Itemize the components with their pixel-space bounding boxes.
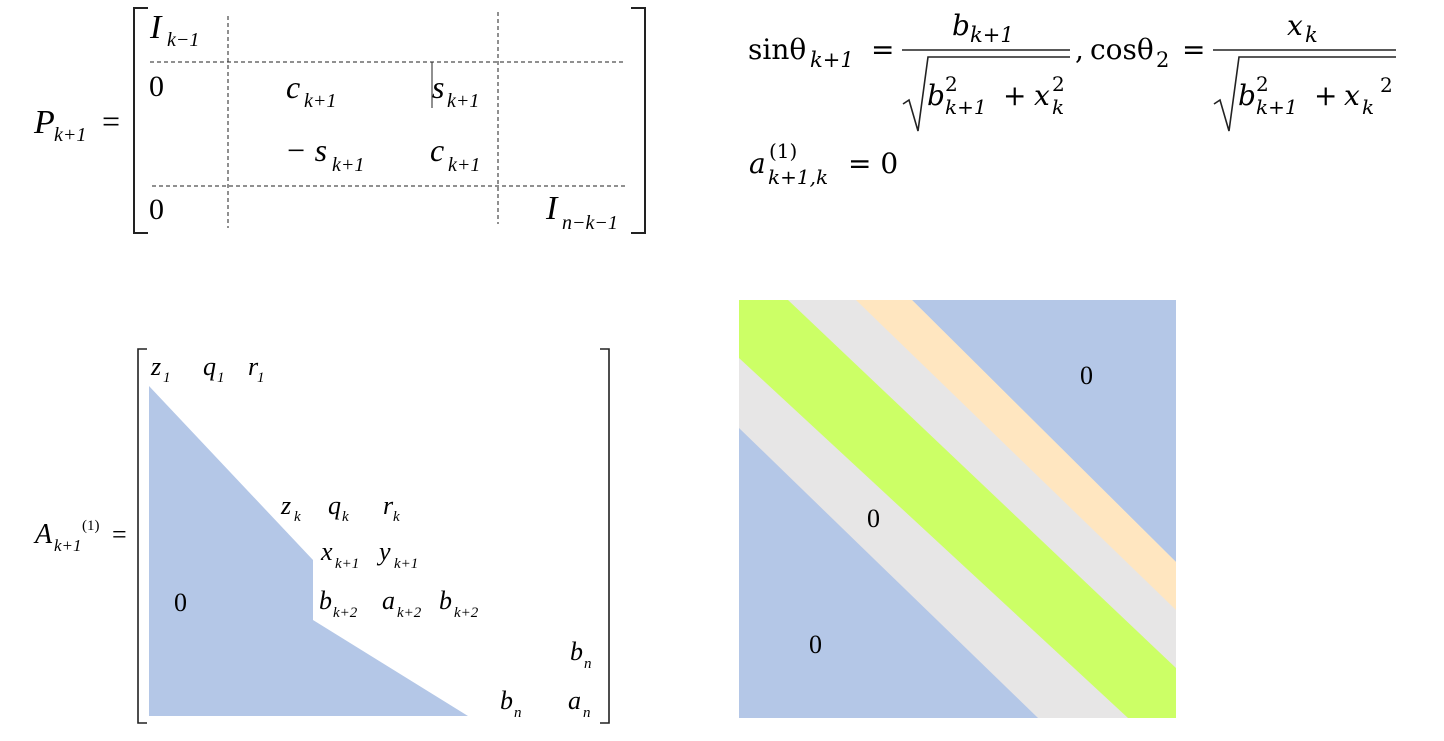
p-neg-s: − s [285,132,327,168]
a-equals: = [112,520,127,549]
sin-sqrt-sign [902,56,1070,132]
cell-bn-lower: b [500,686,513,715]
cell-q1-sub: 1 [217,370,225,386]
cell-xk1-sub: k+1 [335,556,359,572]
orange-band [856,300,1176,610]
p-c1-sub: k+1 [304,90,336,112]
rotation-formula: sinθ k+1 = b k+1 b 2 k+1 + x 2 k , cosθ … [748,9,1396,189]
a-left-bracket [137,348,147,724]
p-lhs-subscript: k+1 [54,124,86,146]
eq-2: = [1182,33,1205,66]
den-b: b [927,79,945,112]
den2-b-sub: k+1 [1256,95,1298,119]
den-x-sup: 2 [1052,72,1065,96]
a-sup: (1) [769,139,797,163]
cell-bn-upper-sub: n [584,656,592,672]
p-c1: c [286,69,300,105]
p-s1: s [432,69,444,105]
cell-rk-sub: k [393,509,400,525]
den-x-sub: k [1052,95,1064,119]
den-b-sub: k+1 [945,95,987,119]
p-left-bracket [133,7,148,234]
den-b-sup: 2 [945,72,958,96]
p-right-bracket [631,7,646,234]
den2-x: x [1344,79,1360,112]
cell-bk2b: b [439,586,452,615]
a-equals-zero: = 0 [848,147,898,180]
p-s1-sub: k+1 [447,90,479,112]
den-plus: + [1003,79,1026,112]
sin-sub: k+1 [810,48,854,72]
p-identity-top-sub: k−1 [167,29,199,51]
p-identity-bottom-sub: n−k−1 [562,212,618,234]
a-right-bracket [600,348,610,724]
green-band [739,300,1176,718]
cos-sub: 2 [1156,48,1169,72]
cell-xk1: x [320,537,333,566]
cell-bk2: b [319,586,332,615]
p-c2: c [430,132,444,168]
cell-r1-sub: 1 [257,370,265,386]
cell-rk: r [383,491,394,520]
p-equals: = [102,103,120,139]
cell-yk1-sub: k+1 [394,556,418,572]
p-matrix: P k+1 = I k−1 0 c k+1 s k+1 − s k+1 c k+… [33,7,646,234]
cell-qk: q [328,491,341,520]
cell-bn-lower-sub: n [514,705,522,721]
p-zero-bottom: 0 [149,193,164,226]
cos-sqrt-sign [1213,56,1396,132]
a-lhs-subscript: k+1 [54,536,82,555]
band-zero-middle: 0 [867,504,880,533]
sin-label: sinθ [748,33,806,66]
a-matrix: A k+1 (1) = z 1 q 1 r 1 z k q k r k x k+… [33,348,610,724]
comma: , [1075,33,1084,66]
band-zero-upper: 0 [1080,361,1093,390]
cell-an: a [568,686,581,715]
den2-b: b [1238,79,1256,112]
den2-b-sup: 2 [1256,72,1269,96]
sin-numerator-sub: k+1 [970,23,1014,47]
cell-z1-sub: 1 [163,370,171,386]
a-lhs-symbol: A [33,519,53,550]
cell-zk-sub: k [294,509,301,525]
cell-r1: r [248,352,259,381]
cell-bk2b-sub: k+2 [454,605,479,621]
band-zero-lower: 0 [809,630,822,659]
den-x: x [1034,79,1050,112]
cell-qk-sub: k [342,509,349,525]
band-diagram: 0 0 0 [739,300,1176,718]
a-label: a [749,147,766,180]
cos-label: cosθ [1090,33,1154,66]
cell-bn-upper: b [570,637,583,666]
a-zero-label: 0 [174,588,187,617]
cos-numerator-sub: k [1305,23,1318,47]
a-sub: k+1,k [768,165,828,189]
cell-q1: q [203,352,216,381]
cos-numerator: x [1287,9,1303,42]
a-zero-region [149,386,468,716]
cell-yk1: y [376,537,391,566]
eq-1: = [871,33,894,66]
cell-bk2-sub: k+2 [333,605,358,621]
a-lhs-superscript: (1) [82,518,100,534]
den2-plus: + [1314,79,1337,112]
p-identity-bottom: I [545,190,559,227]
cell-an-sub: n [583,705,591,721]
p-c2-sub: k+1 [448,154,480,176]
cell-ak2: a [382,586,395,615]
p-lhs-symbol: P [33,104,55,141]
p-zero-mid: 0 [149,70,164,103]
den2-x-sup: 2 [1380,73,1393,97]
sin-numerator: b [952,9,970,42]
cell-zk: z [280,491,291,520]
cell-z1: z [150,352,161,381]
cell-ak2-sub: k+2 [397,605,422,621]
p-identity-top: I [149,9,163,46]
den2-x-sub: k [1362,95,1374,119]
p-neg-s-sub: k+1 [332,154,364,176]
